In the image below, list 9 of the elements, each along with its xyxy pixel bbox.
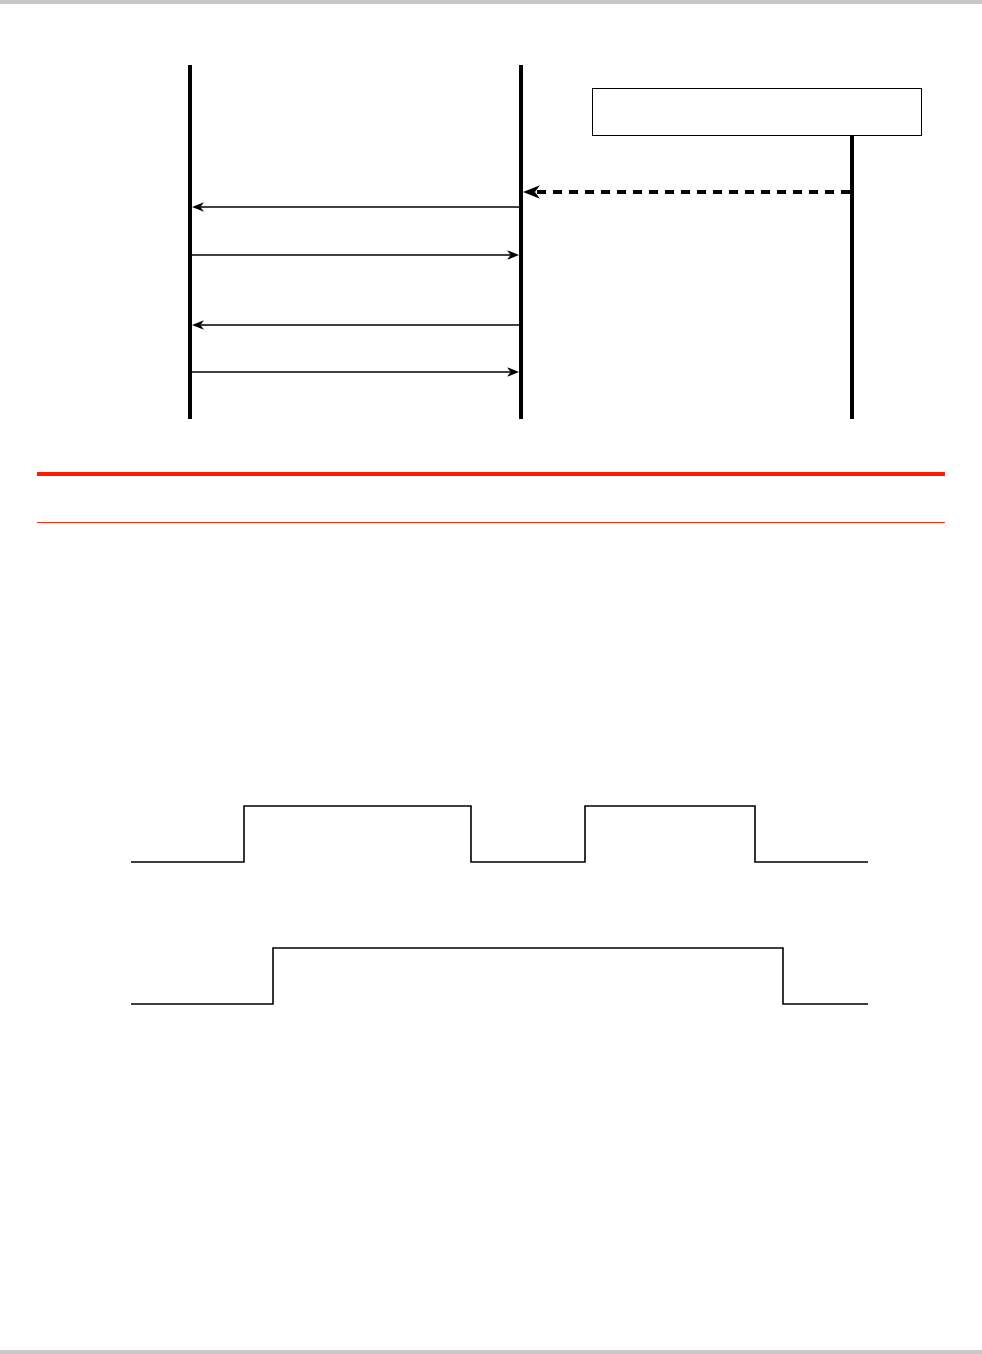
arrow xyxy=(523,185,850,199)
arrow xyxy=(191,367,519,377)
lifeline xyxy=(850,136,854,419)
arrow xyxy=(192,202,520,212)
lifeline xyxy=(519,65,523,419)
lifeline xyxy=(188,65,192,419)
participant-box xyxy=(592,88,922,136)
arrow xyxy=(191,250,519,260)
arrow xyxy=(192,320,520,330)
